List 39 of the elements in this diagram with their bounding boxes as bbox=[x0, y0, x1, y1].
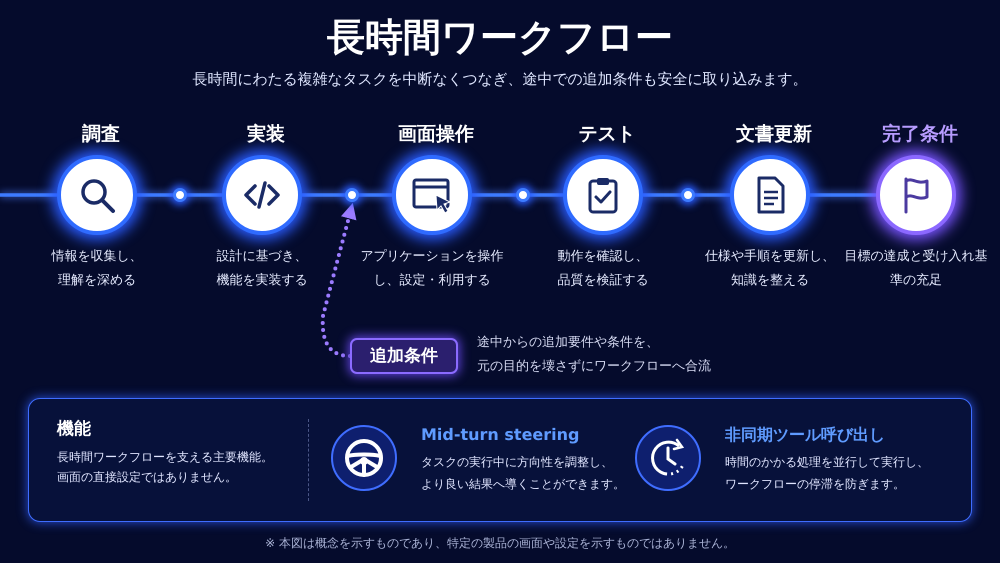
footnote: ※ 本図は概念を示すものであり、特定の製品の画面や設定を示すものではありません。 bbox=[264, 535, 736, 552]
step-description: 動作を確認し、品質を検証する bbox=[556, 248, 650, 290]
panel-heading: 機能 bbox=[57, 418, 91, 440]
timeline-line bbox=[187, 193, 222, 197]
feature-description: タスクの実行中に方向性を調整し、より良い結果へ導くことができます。 bbox=[421, 454, 621, 493]
timeline-line bbox=[0, 193, 57, 197]
panel-description: 長時間ワークフローを支える主要機能。画面の直接設定ではありません。 bbox=[57, 449, 274, 486]
junction-dot bbox=[681, 188, 695, 202]
feature-heading: Mid-turn steering bbox=[421, 425, 580, 444]
step-description: 情報を収集し、理解を深める bbox=[50, 248, 144, 290]
condition-box: 追加条件 bbox=[350, 338, 458, 374]
timeline-line bbox=[695, 193, 730, 197]
subtitle: 長時間にわたる複雑なタスクを中断なくつなぎ、途中での追加条件も安全に取り込みます。 bbox=[192, 70, 808, 89]
condition-description: 途中からの追加要件や条件を、元の目的を壊さずにワークフローへ合流 bbox=[477, 334, 712, 376]
timeline-line bbox=[810, 193, 876, 197]
title: 長時間ワークフロー bbox=[326, 14, 674, 61]
timeline-line bbox=[302, 193, 345, 197]
step-title: 完了条件 bbox=[881, 122, 959, 147]
step-description: アプリケーションを操作し、設定・利用する bbox=[360, 248, 504, 290]
step-title: 文書更新 bbox=[735, 122, 813, 147]
step-title: 実装 bbox=[246, 122, 286, 147]
dotted-arrow bbox=[320, 202, 356, 358]
step-description: 目標の達成と受け入れ基準の充足 bbox=[844, 248, 988, 290]
junction-dot bbox=[173, 188, 187, 202]
timeline-line bbox=[643, 193, 681, 197]
timeline-line bbox=[472, 193, 516, 197]
junction-dot bbox=[345, 188, 359, 202]
junction-dot bbox=[516, 188, 530, 202]
step-title: 画面操作 bbox=[397, 122, 475, 147]
step-description: 仕様や手順を更新し、知識を整える bbox=[704, 248, 836, 290]
timeline-line bbox=[359, 193, 392, 197]
feature-panel bbox=[28, 398, 972, 522]
timeline-line bbox=[530, 193, 563, 197]
step-description: 設計に基づき、機能を実装する bbox=[216, 248, 308, 290]
timeline-line bbox=[137, 193, 173, 197]
step-title: テスト bbox=[578, 122, 636, 147]
feature-heading: 非同期ツール呼び出し bbox=[725, 425, 885, 446]
feature-description: 時間のかかる処理を並行して実行し、ワークフローの停滞を防ぎます。 bbox=[725, 454, 925, 493]
step-title: 調査 bbox=[81, 122, 121, 147]
